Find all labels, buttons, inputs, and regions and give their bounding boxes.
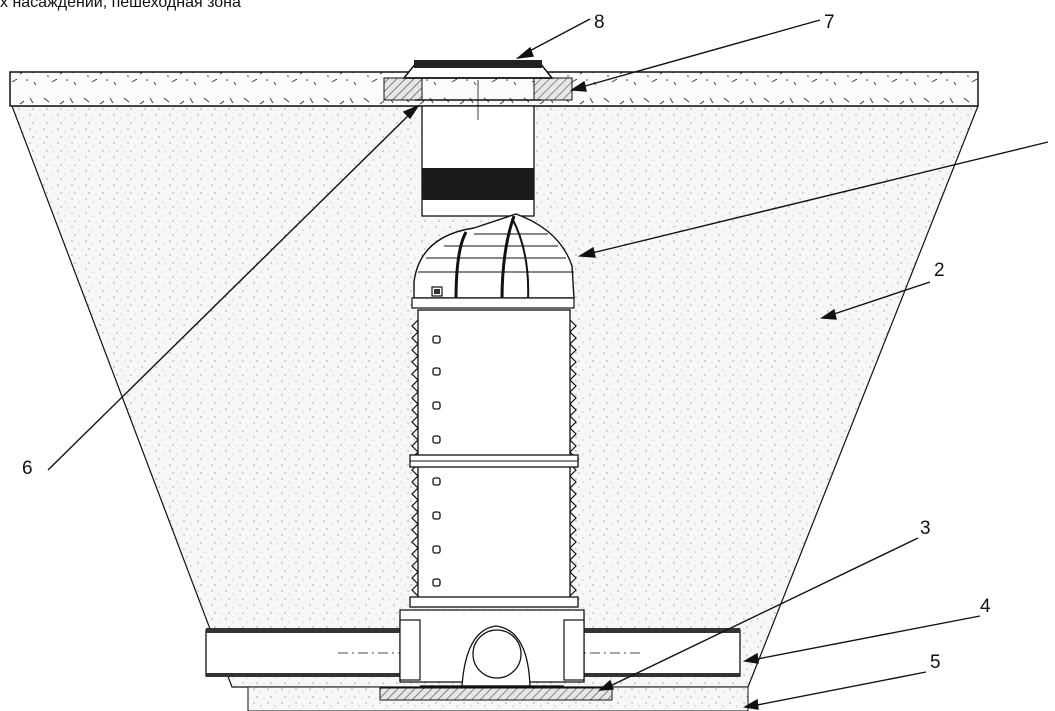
leader-3: [605, 537, 919, 689]
cone-section: [411, 213, 575, 309]
pipe-left: [205, 628, 420, 677]
manhole-neck: [421, 80, 535, 217]
leader-6: [47, 109, 415, 471]
seal-band: [422, 168, 534, 200]
support-ring-left: [383, 77, 423, 101]
callout-5: 5: [930, 652, 941, 673]
callout-2: 2: [934, 260, 945, 281]
leader-2: [827, 281, 931, 317]
base-slab: [379, 687, 613, 701]
leader-4: [751, 615, 981, 661]
leader-1: [587, 141, 1049, 255]
callout-4: 4: [980, 596, 991, 617]
caption-text: х насаждений, пешеходная зона: [0, 0, 241, 11]
leader-lines: [47, 18, 1049, 710]
support-ring-right: [533, 77, 573, 101]
callout-7: 7: [824, 12, 835, 33]
chamber-base: [399, 609, 585, 687]
leader-5: [751, 671, 927, 707]
corrugated-riser: [409, 309, 579, 608]
leader-8: [521, 18, 591, 56]
callout-8: 8: [594, 12, 605, 33]
leader-7: [577, 19, 821, 89]
callout-6: 6: [22, 458, 33, 479]
manhole-cover: [402, 60, 554, 101]
callout-3: 3: [920, 518, 931, 539]
